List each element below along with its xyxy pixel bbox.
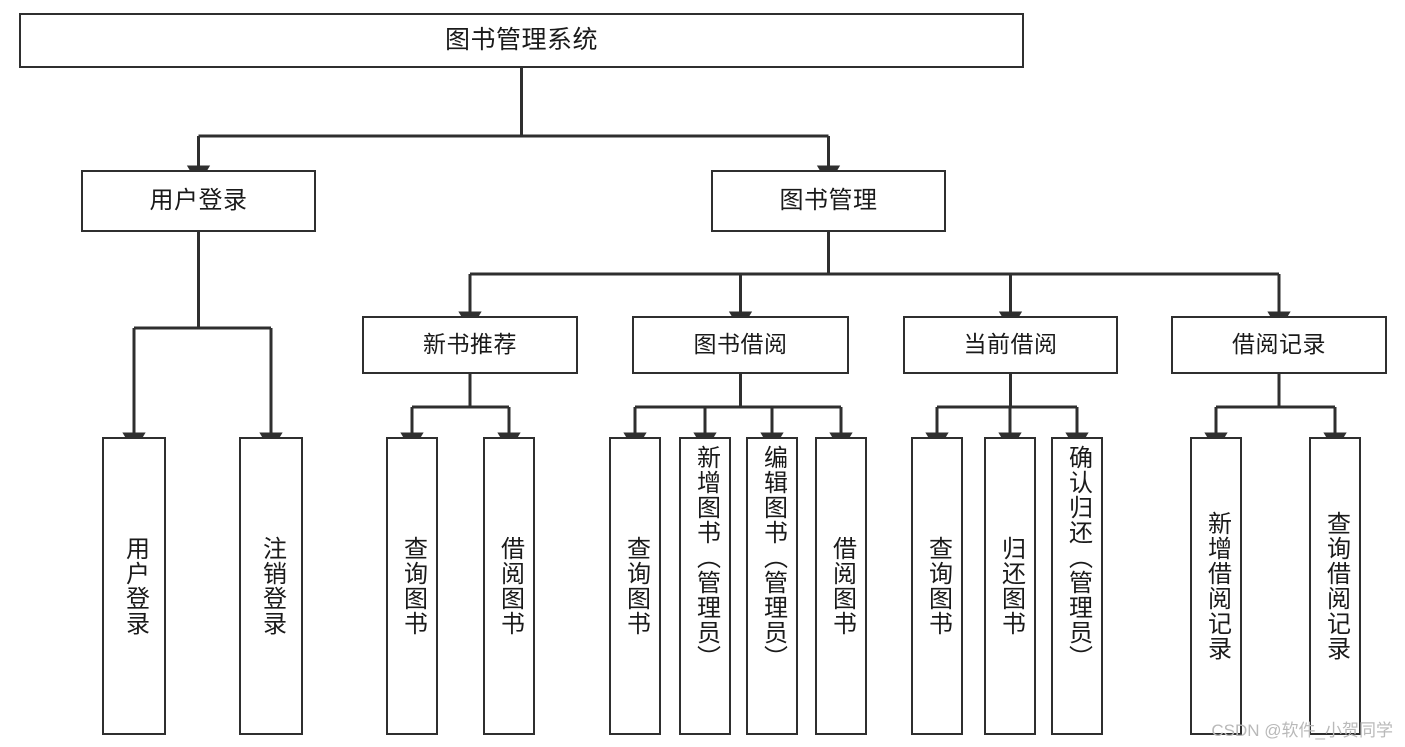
node-label: 图书管理 xyxy=(779,186,878,214)
node-leaf-cur-confirm[interactable]: 确认归还（管理员） xyxy=(1051,437,1103,735)
node-label: 归还图书 xyxy=(997,536,1025,636)
node-leaf-user-login[interactable]: 用户登录 xyxy=(102,437,166,735)
node-label: 当前借阅 xyxy=(963,331,1058,358)
node-label: 图书管理系统 xyxy=(444,25,598,54)
node-borrow-record[interactable]: 借阅记录 xyxy=(1171,316,1387,374)
node-user-login[interactable]: 用户登录 xyxy=(81,170,316,232)
node-label: 新书推荐 xyxy=(423,331,517,358)
node-leaf-cur-query[interactable]: 查询图书 xyxy=(911,437,963,735)
node-leaf-cur-return[interactable]: 归还图书 xyxy=(984,437,1036,735)
node-leaf-borrow-edit[interactable]: 编辑图书（管理员） xyxy=(746,437,798,735)
node-label: 借阅图书 xyxy=(496,536,524,636)
node-label: 借阅记录 xyxy=(1232,331,1326,358)
watermark: CSDN @软件_小贺同学 xyxy=(1211,721,1393,740)
node-current-borrow[interactable]: 当前借阅 xyxy=(903,316,1118,374)
node-leaf-rec-add[interactable]: 新增借阅记录 xyxy=(1190,437,1242,735)
node-label: 借阅图书 xyxy=(828,536,856,636)
node-label: 用户登录 xyxy=(149,186,248,214)
node-label: 确认归还（管理员） xyxy=(1064,445,1092,670)
node-label: 新增图书（管理员） xyxy=(692,445,720,670)
node-book-manage[interactable]: 图书管理 xyxy=(711,170,946,232)
node-leaf-borrow-add[interactable]: 新增图书（管理员） xyxy=(679,437,731,735)
node-leaf-rec-search[interactable]: 查询借阅记录 xyxy=(1309,437,1361,735)
node-leaf-borrow-query[interactable]: 查询图书 xyxy=(609,437,661,735)
node-leaf-logout[interactable]: 注销登录 xyxy=(239,437,303,735)
node-label: 查询图书 xyxy=(399,536,427,636)
node-label: 新增借阅记录 xyxy=(1203,511,1231,661)
node-label: 用户登录 xyxy=(121,536,149,636)
node-label: 查询图书 xyxy=(924,536,952,636)
node-label: 编辑图书（管理员） xyxy=(759,445,787,670)
node-new-book-rec[interactable]: 新书推荐 xyxy=(362,316,578,374)
node-leaf-rec-borrow[interactable]: 借阅图书 xyxy=(483,437,535,735)
node-label: 图书借阅 xyxy=(693,331,788,358)
node-label: 查询图书 xyxy=(622,536,650,636)
node-leaf-borrow-do[interactable]: 借阅图书 xyxy=(815,437,867,735)
node-label: 查询借阅记录 xyxy=(1322,511,1350,661)
node-book-borrow[interactable]: 图书借阅 xyxy=(632,316,849,374)
node-leaf-rec-query[interactable]: 查询图书 xyxy=(386,437,438,735)
node-root[interactable]: 图书管理系统 xyxy=(19,13,1024,68)
node-label: 注销登录 xyxy=(258,536,286,636)
